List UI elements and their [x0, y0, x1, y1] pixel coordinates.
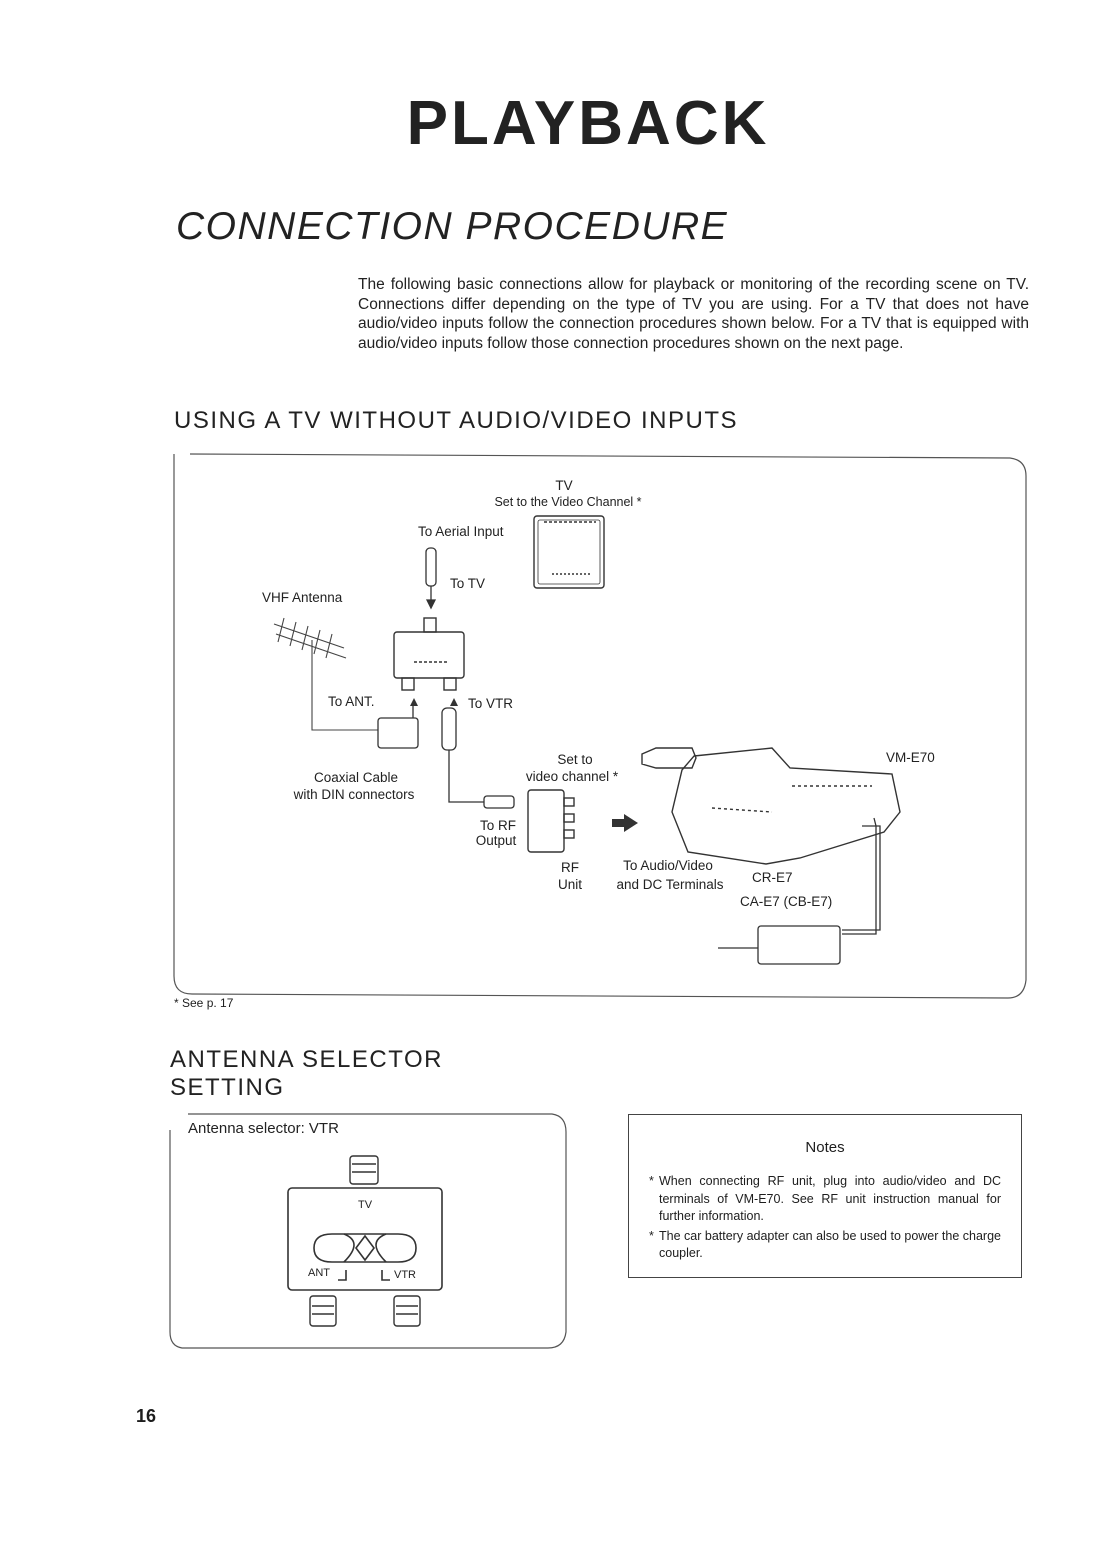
camcorder-model-label: VM-E70 [886, 750, 935, 765]
set-to-label-2: video channel * [525, 769, 619, 784]
to-aerial-label: To Aerial Input [418, 524, 504, 539]
to-rf-label-2: Output [475, 833, 517, 848]
notes-title: Notes [805, 1139, 845, 1156]
to-ant-label: To ANT. [328, 694, 375, 709]
rf-unit-label-1: RF [561, 860, 579, 875]
notes-box: Notes When connecting RF unit, plug into… [628, 1114, 1022, 1278]
selector-body-icon [287, 1187, 443, 1291]
page-title: PLAYBACK [406, 89, 770, 158]
set-to-label-1: Set to [557, 752, 593, 767]
selector-bottom-connectors-icon [309, 1295, 421, 1327]
tv-video-channel-label: Set to the Video Channel * [494, 495, 642, 509]
intro-paragraph: The following basic connections allow fo… [358, 276, 1029, 352]
tv-plug-icon [425, 547, 437, 610]
selector-box-icon [393, 617, 465, 691]
connection-diagram: TV Set to the Video Channel * To Aerial … [172, 452, 1028, 1000]
to-rf-label-1: To RF [479, 818, 517, 833]
to-vtr-label: To VTR [468, 696, 514, 711]
ca-e7-label: CA-E7 (CB-E7) [740, 894, 833, 909]
av-terminals-label-2: and DC Terminals [616, 877, 724, 892]
antenna-selector-drawing [169, 1113, 567, 1349]
notes-list: When connecting RF unit, plug into audio… [649, 1173, 1001, 1265]
coax-cable-label-2: with DIN connectors [293, 787, 415, 802]
selector-tv-label: TV [358, 1199, 373, 1211]
cr-e7-label: CR-E7 [752, 870, 793, 885]
selector-top-connector-icon [349, 1155, 379, 1185]
av-terminals-label-1: To Audio/Video [623, 858, 713, 873]
selector-ant-label: ANT [308, 1267, 330, 1279]
antenna-selector-heading: ANTENNA SELECTOR SETTING [170, 1046, 443, 1101]
section-heading: CONNECTION PROCEDURE [176, 205, 729, 248]
note-item: When connecting RF unit, plug into audio… [649, 1173, 1001, 1226]
camcorder-icon [641, 747, 901, 865]
rf-unit-label-2: Unit [557, 877, 583, 892]
antenna-selector-label: Antenna selector: VTR [188, 1120, 339, 1137]
footnote: * See p. 17 [174, 996, 234, 1010]
section-tv-heading: USING A TV WITHOUT AUDIO/VIDEO INPUTS [174, 407, 739, 434]
arrow-right-icon [612, 814, 638, 832]
connection-diagram-drawing [173, 453, 1027, 999]
coax-cable-label-1: Coaxial Cable [313, 770, 399, 785]
antenna-icon [273, 617, 378, 731]
coax-plugs-icon [377, 704, 515, 809]
tv-label: TV [555, 478, 573, 493]
to-tv-label: To TV [450, 576, 486, 591]
tv-icon [533, 515, 605, 589]
antenna-selector-diagram: Antenna selector: VTR TV ANT VTR [168, 1110, 568, 1350]
rf-unit-icon [527, 789, 575, 853]
selector-vtr-label: VTR [394, 1269, 416, 1281]
charger-cable-icon [718, 817, 881, 965]
page-number: 16 [136, 1406, 157, 1426]
vhf-antenna-label: VHF Antenna [262, 590, 343, 605]
note-item: The car battery adapter can also be used… [649, 1228, 1001, 1263]
arrow-up-icons [410, 698, 458, 706]
